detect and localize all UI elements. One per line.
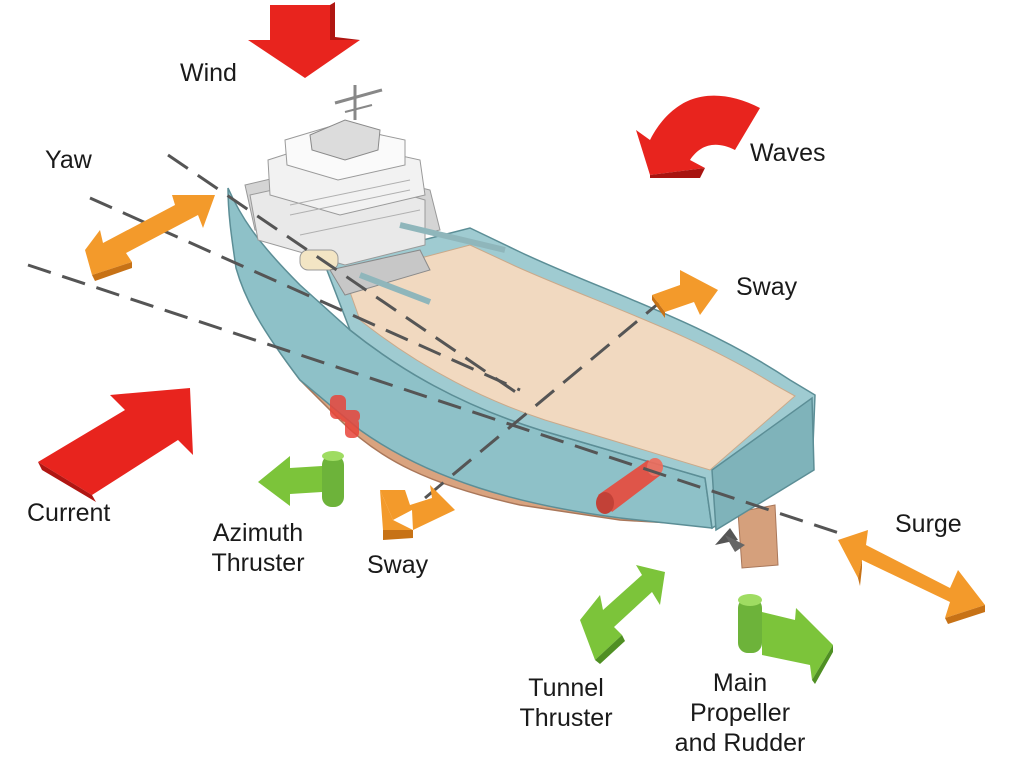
surge-label: Surge: [895, 510, 962, 538]
waves-arrow: [636, 95, 760, 178]
superstructure: [244, 85, 506, 305]
tunnel-thruster-label: Tunnel Thruster: [506, 673, 626, 733]
current-label: Current: [27, 499, 111, 527]
waves-label: Waves: [750, 139, 826, 167]
yaw-label: Yaw: [45, 146, 92, 174]
azimuth-thruster-label: Azimuth Thruster: [196, 518, 320, 578]
sway-top-arrow: [652, 270, 718, 318]
tunnel-thruster-label-line1: Tunnel: [528, 674, 604, 702]
azimuth-thruster-marker: [330, 395, 360, 438]
wind-arrow: [248, 2, 360, 78]
sway-top-label: Sway: [736, 273, 798, 301]
tunnel-thruster-marker: [596, 458, 663, 514]
azimuth-thruster-arrow: [258, 451, 344, 507]
yaw-arrow: [85, 195, 215, 281]
tunnel-thruster-arrow: [580, 565, 665, 664]
azimuth-thruster-label-line1: Azimuth: [212, 519, 304, 547]
ship-stern: [711, 396, 815, 532]
sway-bottom-label: Sway: [367, 551, 429, 579]
main-propeller-label-line1: Main: [712, 669, 768, 697]
azimuth-thruster-label-line2: Thruster: [211, 549, 305, 577]
sway-axis: [424, 296, 666, 500]
ship-deck: [344, 244, 796, 471]
main-propeller-label-line2: Propeller: [689, 699, 791, 727]
sway-bottom-arrow: [380, 485, 455, 540]
propeller: [715, 528, 745, 552]
surge-arrow: [838, 530, 985, 624]
main-propeller-arrow: [738, 594, 833, 684]
wind-label: Wind: [180, 59, 237, 87]
rudder: [737, 504, 779, 569]
current-arrow: [38, 388, 193, 502]
tunnel-thruster-label-line2: Thruster: [519, 704, 613, 732]
main-propeller-label-line3: and Rudder: [674, 729, 806, 757]
main-propeller-label: Main Propeller and Rudder: [660, 668, 820, 758]
